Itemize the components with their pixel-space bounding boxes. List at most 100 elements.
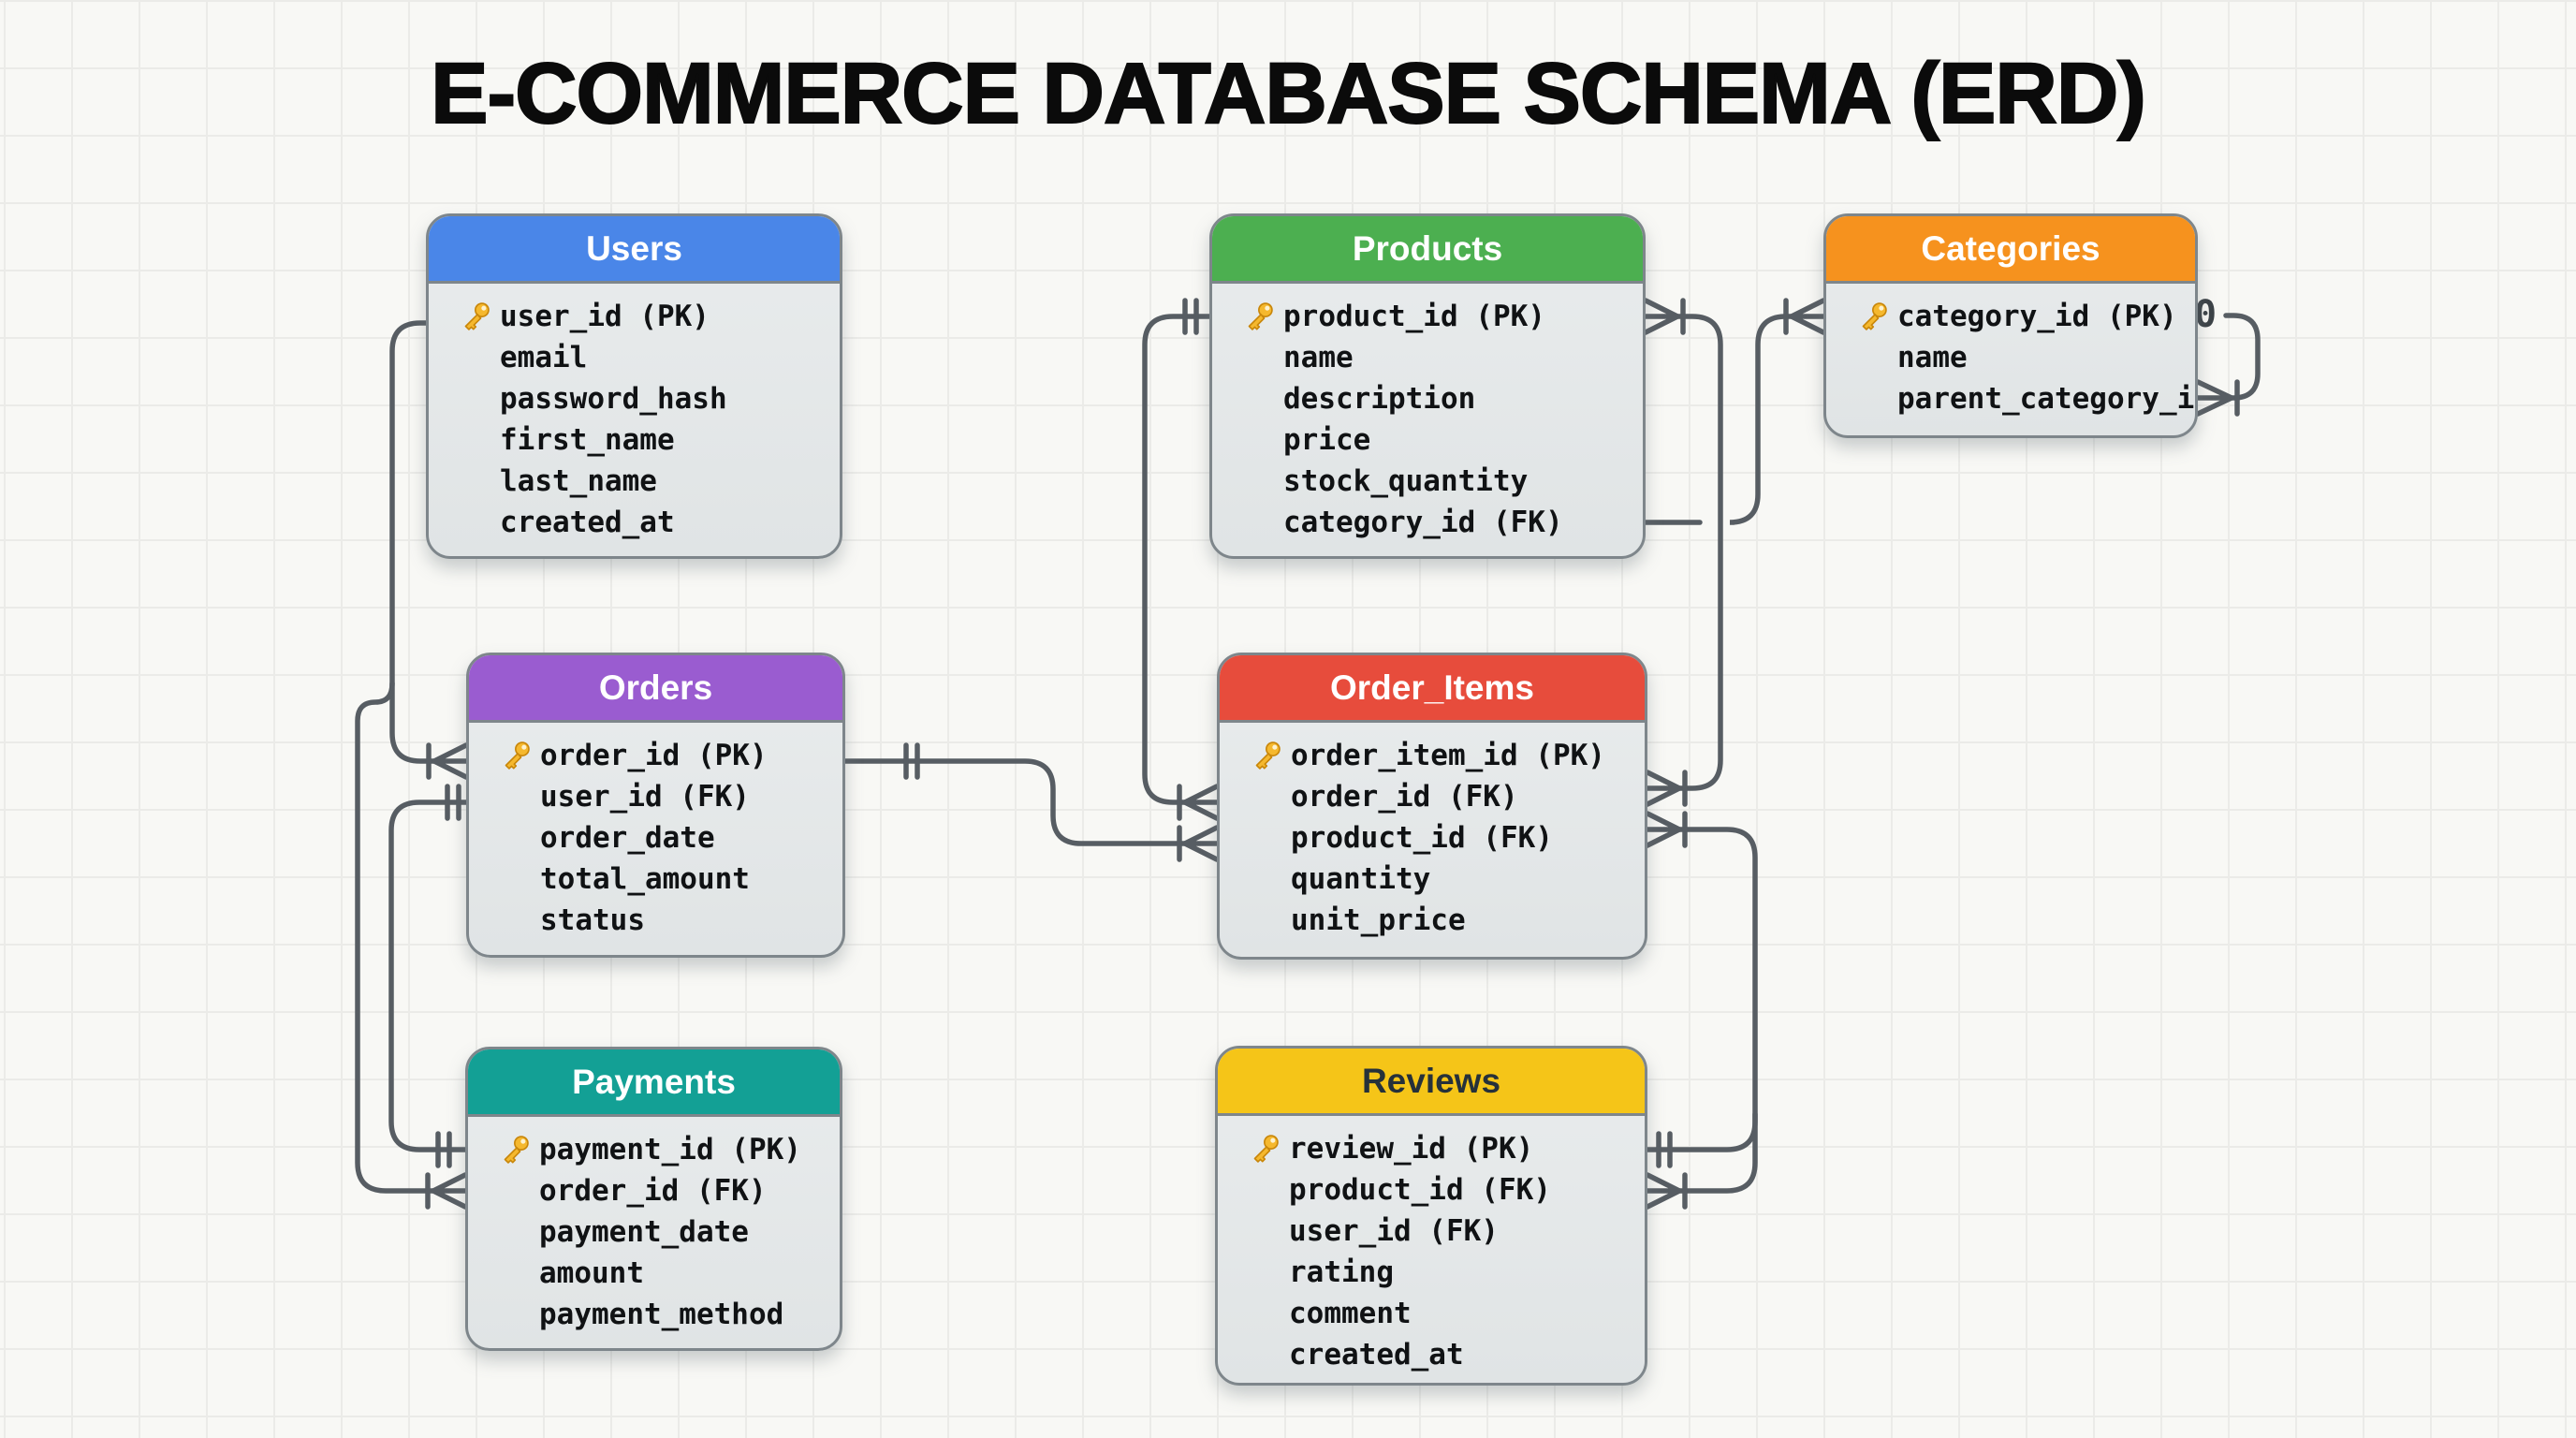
primary-key-icon	[1248, 302, 1273, 330]
field-list-reviews: review_id (PK)product_id (FK)user_id (FK…	[1218, 1116, 1645, 1375]
primary-key-icon-slot	[1849, 300, 1897, 333]
field-row: quantity	[1220, 858, 1645, 900]
field-row: amount	[468, 1253, 840, 1294]
primary-key-icon-slot	[491, 739, 540, 772]
crow-foot-many-orderitems	[1182, 784, 1220, 821]
connector-line	[1645, 1111, 1758, 1152]
field-name-label: category_id (PK)	[1897, 300, 2177, 333]
field-row: price	[1212, 419, 1643, 461]
field-row: payment_method	[468, 1294, 840, 1335]
field-name-label: first_name	[500, 423, 675, 457]
field-name-label: last_name	[500, 464, 657, 498]
field-name-label: amount	[539, 1256, 644, 1290]
primary-key-icon	[504, 1136, 529, 1164]
field-row: product_id (FK)	[1220, 817, 1645, 858]
primary-key-icon-slot	[1235, 300, 1283, 333]
field-name-label: payment_id (PK)	[539, 1133, 801, 1167]
field-name-label: quantity	[1291, 862, 1431, 896]
one-one-ticks-payments-end	[435, 1131, 452, 1168]
field-name-label: description	[1283, 382, 1476, 416]
field-row: created_at	[1218, 1334, 1645, 1375]
field-row: order_id (PK)	[469, 735, 842, 776]
key-hole	[521, 744, 527, 750]
connector-line	[1675, 314, 1723, 791]
crow-foot-many-orders	[432, 742, 469, 780]
table-header-users: Users	[429, 216, 840, 284]
connector-reviews-branch	[1645, 1111, 1758, 1168]
field-row: order_id (FK)	[468, 1170, 840, 1211]
field-row: payment_id (PK)	[468, 1129, 840, 1170]
field-row: created_at	[429, 502, 840, 543]
field-row: status	[469, 900, 842, 941]
field-name-label: total_amount	[540, 862, 750, 896]
one-one-ticks-products-end	[1182, 298, 1199, 335]
field-name-label: user_id (FK)	[540, 780, 750, 814]
field-row: total_amount	[469, 858, 842, 900]
entity-table-reviews: Reviews review_id (PK)product_id (FK)use…	[1215, 1046, 1647, 1386]
field-name-label: payment_method	[539, 1298, 784, 1331]
field-list-users: user_id (PK) email password_hash first_name…	[429, 284, 840, 543]
field-name-label: order_id (PK)	[540, 739, 768, 772]
primary-key-icon	[1255, 741, 1281, 770]
key-hole	[1879, 305, 1884, 311]
field-name-label: payment_date	[539, 1215, 749, 1249]
key-hole	[1270, 1137, 1276, 1143]
field-name-label: created_at	[500, 506, 675, 539]
field-row: product_id (PK)	[1212, 296, 1643, 337]
field-row: password_hash	[429, 378, 840, 419]
one-one-ticks-orders-end	[445, 784, 461, 821]
crow-foot-many-products	[1643, 298, 1680, 335]
crow-foot-many-categories	[1789, 298, 1826, 335]
field-list-payments: payment_id (PK) order_id (FK) payment_date…	[468, 1117, 840, 1335]
field-name-label: stock_quantity	[1283, 464, 1529, 498]
connector-line	[1142, 314, 1212, 805]
field-row: payment_date	[468, 1211, 840, 1253]
field-row: user_id (PK)	[429, 296, 840, 337]
field-name-label: product_id (FK)	[1289, 1173, 1551, 1207]
connector-line	[389, 320, 437, 764]
field-row: category_id (FK)	[1212, 502, 1643, 543]
one-one-ticks-orders-end	[903, 742, 920, 780]
connector-orderitems-reviews	[1645, 811, 1758, 1210]
key-hole	[520, 1138, 526, 1144]
field-name-label: review_id (PK)	[1289, 1132, 1534, 1166]
key-hole	[1265, 305, 1270, 311]
primary-key-icon	[505, 741, 530, 770]
primary-key-icon	[1862, 302, 1887, 330]
connector-orders-payments	[388, 784, 469, 1168]
field-row: name	[1212, 337, 1643, 378]
field-row: unit_price	[1220, 900, 1645, 941]
field-row: order_date	[469, 817, 842, 858]
field-name-label: status	[540, 903, 645, 937]
field-name-label: order_id (FK)	[1291, 780, 1518, 814]
field-name-label: comment	[1289, 1297, 1412, 1330]
field-name-label: email	[500, 341, 588, 374]
table-header-orders: Orders	[469, 655, 842, 723]
primary-key-icon	[1253, 1135, 1279, 1163]
field-row: category_id (PK)	[1826, 296, 2195, 337]
primary-key-icon-slot	[1240, 1132, 1289, 1166]
field-row: order_item_id (PK)	[1220, 735, 1645, 776]
connector-users-orders	[389, 320, 469, 780]
key-hole	[1272, 744, 1278, 750]
crow-foot-many-payments	[431, 1172, 468, 1210]
field-name-label: order_date	[540, 821, 715, 855]
crow-foot-many-orderitems	[1645, 811, 1682, 848]
connector-products-categories	[1643, 298, 1826, 525]
field-name-label: order_item_id (PK)	[1291, 739, 1605, 772]
diagram-title: E-COMMERCE DATABASE SCHEMA (ERD)	[430, 45, 2147, 142]
connector-products-orderitems-left	[1142, 298, 1220, 821]
crow-foot-many-orderitems	[1645, 770, 1682, 807]
one-one-ticks-reviews-end	[1656, 1131, 1673, 1168]
field-name-label: password_hash	[500, 382, 727, 416]
field-row: rating	[1218, 1252, 1645, 1293]
connector-line-segment-b	[1729, 314, 1794, 525]
field-row: first_name	[429, 419, 840, 461]
field-name-label: order_id (FK)	[539, 1174, 767, 1208]
connector-categories-self-loop	[2195, 313, 2261, 417]
